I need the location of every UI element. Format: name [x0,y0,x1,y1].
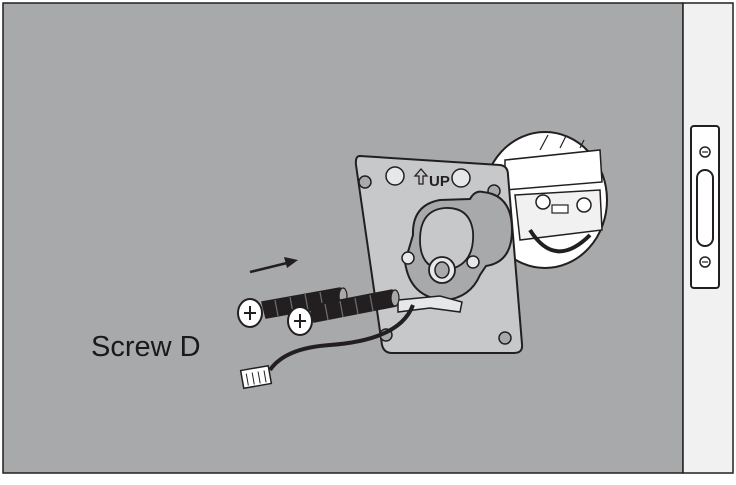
mounting-plate: UP [354,154,524,354]
screw-d-upper [237,287,348,328]
strike-plate [690,125,720,289]
plate-up-label: UP [429,173,450,190]
cable [239,304,415,390]
screw-d-lower [287,289,400,336]
up-arrow-icon [413,168,429,185]
cable-connector [239,364,273,390]
door-bore-hole [482,131,608,269]
right-arrow-icon [249,257,298,274]
screw-label: Screw D [91,331,201,363]
